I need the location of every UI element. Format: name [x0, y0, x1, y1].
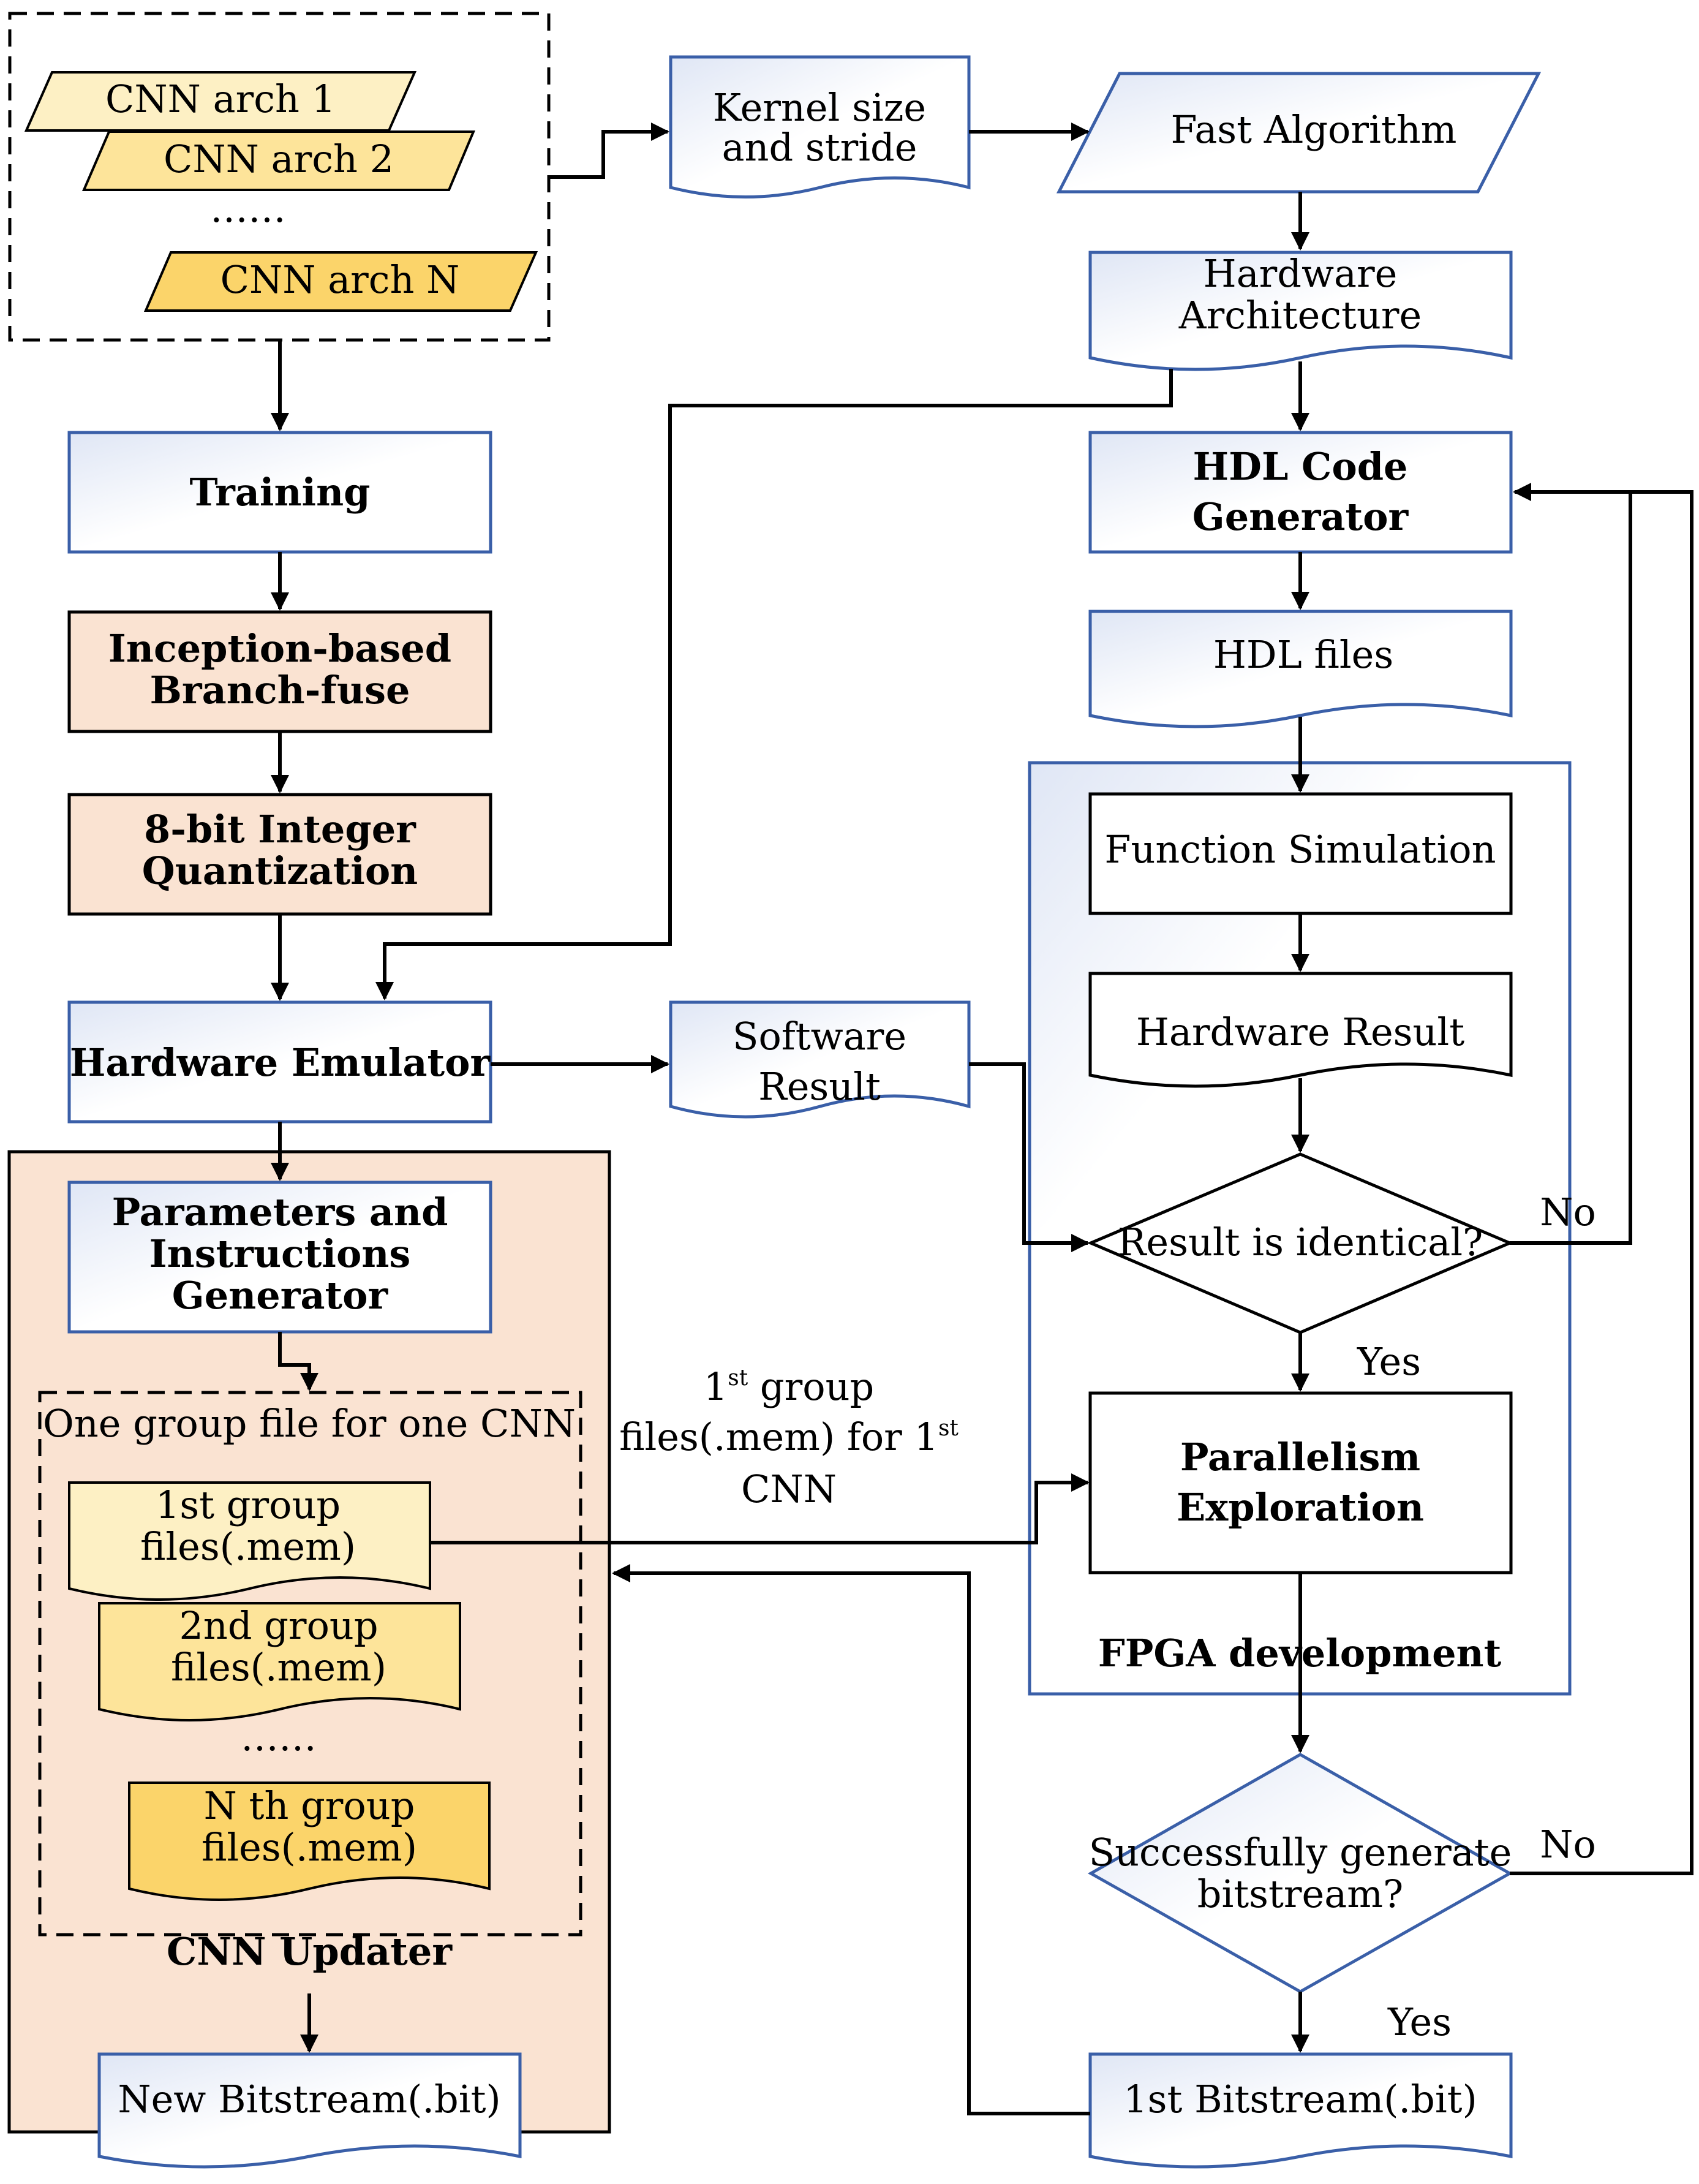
parallelism-line1: Parallelism	[1180, 1435, 1420, 1479]
branch-fuse-line1: Inception-based	[108, 626, 451, 671]
hdl-generator-box	[1088, 431, 1513, 554]
arrow-first-file-to-parallelism	[430, 1473, 1090, 1544]
no-label-result: No	[1540, 1190, 1596, 1234]
arrow-first-bitstream-to-updater	[612, 1564, 1090, 2115]
hardware-architecture-line2: Architecture	[1178, 293, 1422, 338]
group-file-n-line2: files(.mem)	[202, 1825, 417, 1870]
parameters-generator-line2: Instructions	[149, 1231, 411, 1276]
result-identical-label: Result is identical?	[1118, 1220, 1483, 1264]
cnn-arch-2-shape	[81, 130, 476, 191]
hardware-emulator-box	[67, 1000, 492, 1124]
yes-label-result: Yes	[1357, 1339, 1421, 1384]
function-simulation-box	[1088, 792, 1513, 915]
quantization-line2: Quantization	[142, 848, 418, 893]
fast-algorithm-shape	[1056, 72, 1542, 194]
cnn-arch-2-label: CNN arch 2	[164, 137, 394, 181]
yes-label-bitstream: Yes	[1387, 2000, 1452, 2044]
parallelism-exploration-box	[1088, 1391, 1513, 1574]
bitstream-decision-line1: Successfully generate	[1089, 1830, 1512, 1875]
hardware-architecture-document	[1088, 251, 1513, 371]
kernel-size-document	[669, 55, 971, 198]
parallelism-line2: Exploration	[1177, 1485, 1424, 1530]
branch-fuse-box	[67, 610, 492, 733]
hdl-files-document	[1088, 610, 1513, 728]
group-file-n-line1: N th group	[204, 1783, 415, 1828]
group-file-1-line2: files(.mem)	[140, 1524, 356, 1569]
hdl-files-label: HDL files	[1213, 632, 1393, 677]
kernel-size-label-line1: Kernel size	[713, 85, 926, 130]
hardware-architecture-line1: Hardware	[1204, 251, 1398, 296]
arrow-bitstream-no-to-hdl	[1510, 490, 1693, 1875]
cnn-arch-group: CNN arch 1 CNN arch 2 …… CNN arch N	[8, 12, 551, 342]
hardware-result-document	[1088, 972, 1513, 1088]
parameters-generator-line3: Generator	[172, 1273, 389, 1318]
new-bitstream-document	[97, 2052, 522, 2169]
group-file-1-document	[68, 1481, 431, 1601]
first-group-note-line2: files(.mem) for 1st	[619, 1415, 959, 1459]
software-result-line2: Result	[758, 1064, 881, 1109]
arrow-generator-to-files	[278, 1332, 318, 1391]
group-file-2-line2: files(.mem)	[171, 1645, 386, 1690]
bitstream-decision-line2: bitstream?	[1197, 1872, 1404, 1916]
software-result-line1: Software	[733, 1014, 906, 1059]
software-result-document	[669, 1000, 971, 1119]
first-bitstream-document	[1088, 2052, 1513, 2169]
new-bitstream-label: New Bitstream(.bit)	[118, 2077, 500, 2122]
no-label-bitstream: No	[1540, 1822, 1596, 1867]
first-group-note-line1: 1st group	[704, 1364, 874, 1409]
parameters-generator-line1: Parameters and	[112, 1190, 448, 1234]
group-files-title: One group file for one CNN	[43, 1401, 576, 1446]
quantization-line1: 8-bit Integer	[144, 807, 416, 852]
hdl-generator-line1: HDL Code	[1192, 444, 1407, 489]
fast-algorithm-label: Fast Algorithm	[1171, 107, 1457, 152]
cnn-arch-ellipsis: ……	[210, 186, 286, 231]
group-files-frame	[38, 1391, 582, 1937]
group-file-n-document	[128, 1782, 491, 1901]
group-files-ellipsis: ……	[241, 1715, 317, 1759]
hdl-generator-line2: Generator	[1192, 494, 1409, 539]
cnn-arch-n-label: CNN arch N	[220, 257, 460, 302]
arrow-architecture-to-emulator	[375, 369, 1173, 1000]
kernel-size-label-line2: and stride	[722, 125, 917, 170]
arrow-software-to-decision	[969, 1062, 1090, 1252]
first-bitstream-label: 1st Bitstream(.bit)	[1123, 2077, 1477, 2122]
training-label: Training	[189, 470, 370, 515]
training-box	[67, 431, 492, 554]
connectors	[271, 123, 1693, 2115]
quantization-box	[67, 793, 492, 916]
function-simulation-label: Function Simulation	[1104, 827, 1496, 872]
arrow-arch-to-kernel	[549, 123, 669, 179]
first-group-note-line3: CNN	[741, 1467, 837, 1511]
cnn-updater-label: CNN Updater	[167, 1929, 453, 1974]
branch-fuse-line2: Branch-fuse	[150, 668, 410, 712]
group-file-2-document	[98, 1602, 461, 1721]
hardware-emulator-label: Hardware Emulator	[70, 1040, 491, 1085]
cnn-arch-1-label: CNN arch 1	[105, 77, 336, 121]
group-file-1-line1: 1st group	[156, 1483, 341, 1527]
cnn-arch-n-shape	[143, 251, 538, 312]
hardware-result-label: Hardware Result	[1136, 1010, 1464, 1054]
group-file-2-line1: 2nd group	[179, 1603, 378, 1648]
arrow-decision-no-to-hdl	[1510, 483, 1632, 1245]
